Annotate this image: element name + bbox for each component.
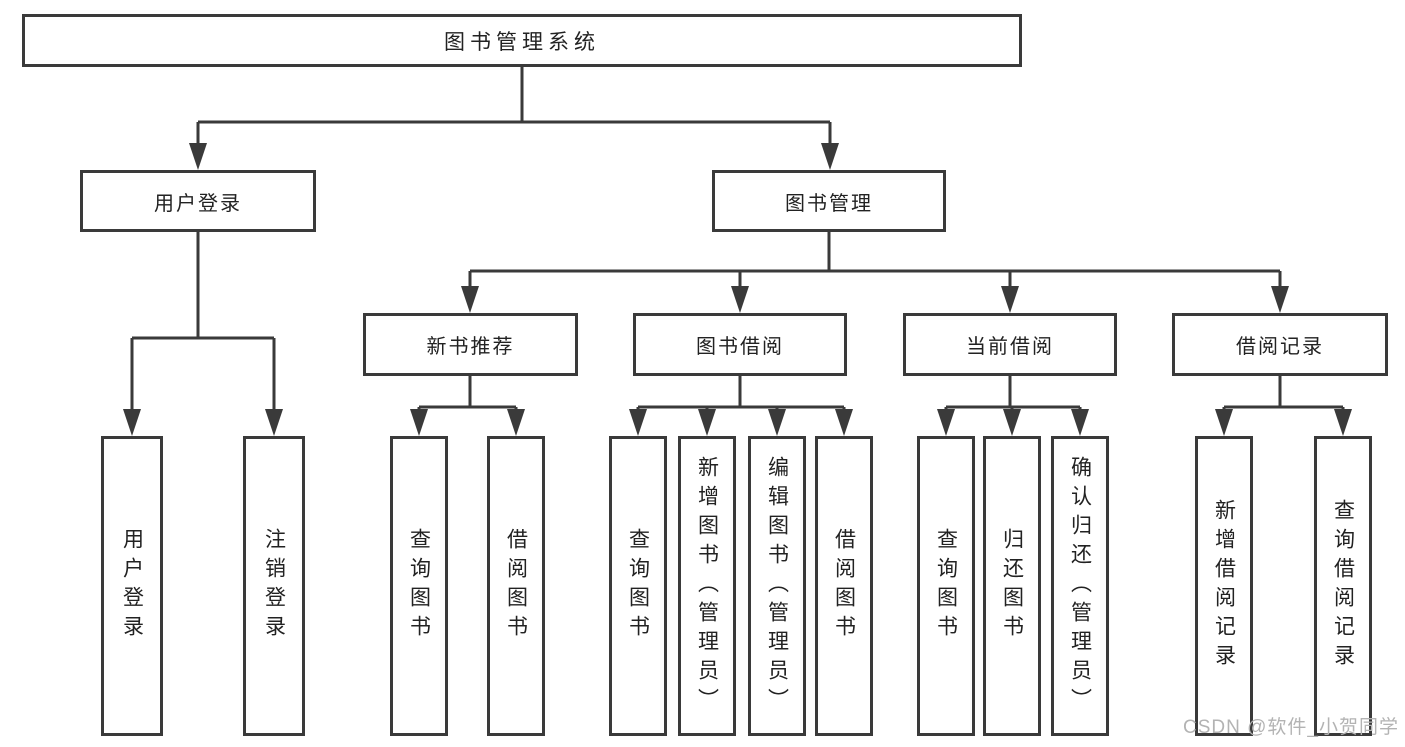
leaf-nb-borrow-books: 借阅图书 [487,436,545,736]
leaf-br-query-record: 查询借阅记录 [1314,436,1372,736]
leaf-bb-query-books: 查询图书 [609,436,667,736]
leaf-cb-query-books-label: 查询图书 [934,528,958,644]
arrow-icon [189,143,207,170]
arrow-icon [1334,409,1352,436]
node-borrowing-records: 借阅记录 [1172,313,1388,376]
node-current-borrowing-label: 当前借阅 [966,336,1054,358]
leaf-bb-add-books: 新增图书（管理员） [678,436,736,736]
leaf-bb-query-books-label: 查询图书 [626,528,650,644]
leaf-cb-confirm-return: 确认归还（管理员） [1051,436,1109,736]
leaf-nb-query-books: 查询图书 [390,436,448,736]
node-book-management-label: 图书管理 [785,192,873,215]
arrowheads [123,143,1352,436]
node-book-borrowing-label: 图书借阅 [696,336,784,358]
leaf-bb-borrow-books-label: 借阅图书 [832,528,856,644]
node-user-login: 用户登录 [80,170,316,232]
node-book-borrowing: 图书借阅 [633,313,847,376]
node-new-book-recommend: 新书推荐 [363,313,578,376]
node-root-label: 图书管理系统 [444,30,600,54]
leaf-user-login: 用户登录 [101,436,163,736]
leaf-logout: 注销登录 [243,436,305,736]
leaf-bb-add-books-label: 新增图书（管理员） [695,455,719,717]
node-borrowing-records-label: 借阅记录 [1236,336,1324,358]
leaf-bb-edit-books: 编辑图书（管理员） [748,436,806,736]
arrow-icon [731,286,749,313]
node-user-login-label: 用户登录 [154,192,242,215]
leaf-br-add-record-label: 新增借阅记录 [1212,499,1236,673]
leaf-cb-return-books: 归还图书 [983,436,1041,736]
arrow-icon [1215,409,1233,436]
leaf-bb-borrow-books: 借阅图书 [815,436,873,736]
arrow-icon [1003,409,1021,436]
arrow-icon [1271,286,1289,313]
leaf-nb-borrow-books-label: 借阅图书 [504,528,528,644]
leaf-nb-query-books-label: 查询图书 [407,528,431,644]
leaf-br-add-record: 新增借阅记录 [1195,436,1253,736]
node-new-book-recommend-label: 新书推荐 [426,336,515,358]
node-current-borrowing: 当前借阅 [903,313,1117,376]
arrow-icon [629,409,647,436]
arrow-icon [821,143,839,170]
leaf-logout-label: 注销登录 [262,528,286,644]
leaf-bb-edit-books-label: 编辑图书（管理员） [765,455,789,717]
leaf-cb-query-books: 查询图书 [917,436,975,736]
arrow-icon [123,409,141,436]
arrow-icon [835,409,853,436]
node-root: 图书管理系统 [22,14,1022,67]
arrow-icon [768,409,786,436]
leaf-cb-return-books-label: 归还图书 [1000,528,1024,644]
arrow-icon [410,409,428,436]
arrow-icon [461,286,479,313]
arrow-icon [937,409,955,436]
arrow-icon [507,409,525,436]
arrow-icon [265,409,283,436]
arrow-icon [1071,409,1089,436]
arrow-icon [1001,286,1019,313]
leaf-cb-confirm-return-label: 确认归还（管理员） [1068,455,1092,717]
leaf-user-login-label: 用户登录 [120,528,144,644]
arrow-icon [698,409,716,436]
node-book-management: 图书管理 [712,170,946,232]
leaf-br-query-record-label: 查询借阅记录 [1331,499,1355,673]
csdn-watermark: CSDN @软件_小贺同学 [1183,717,1399,738]
